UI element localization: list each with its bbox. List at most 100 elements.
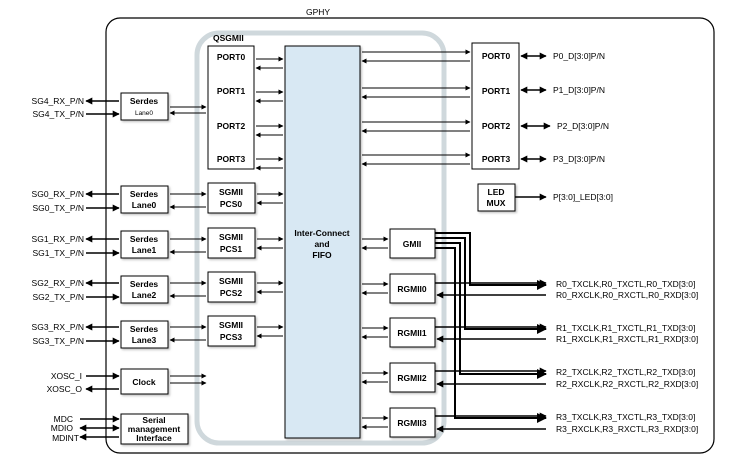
serdes-lane-1: Serdes Lane1	[120, 230, 169, 259]
xosc-o-label: XOSC_O	[47, 384, 83, 394]
r3-rx-label: R3_RXCLK,R3_RXCTL,R3_RXD[3:0]	[556, 424, 698, 434]
sg1-rx-label: SG1_RX_P/N	[32, 234, 84, 244]
svg-text:SGMII: SGMII	[219, 276, 243, 286]
xosc-i-label: XOSC_I	[51, 371, 82, 381]
sg0-tx-label: SG0_TX_P/N	[33, 203, 85, 213]
smi-arrows	[79, 415, 120, 441]
output-port-stack: PORT0 PORT1 PORT2 PORT3	[471, 42, 520, 170]
led-signal: P[3:0]_LED[3:0]	[553, 192, 613, 202]
svg-text:SGMII: SGMII	[219, 232, 243, 242]
led-mux-line2: MUX	[487, 198, 506, 208]
qsgmii-port-0: PORT0	[217, 52, 246, 62]
out-port-0: PORT0	[482, 51, 511, 61]
svg-text:RGMII1: RGMII1	[397, 328, 427, 338]
clock-block	[120, 368, 169, 395]
r0-rx-label: R0_RXCLK,R0_RXCTL,R0_RXD[3:0]	[556, 290, 698, 300]
rgmii-0: RGMII0	[389, 273, 436, 304]
svg-text:Lane0: Lane0	[135, 110, 153, 117]
mdc-label: MDC	[54, 414, 73, 424]
sgmii-pcs-1: SGMII PCS1	[207, 227, 256, 259]
sg3-rx-label: SG3_RX_P/N	[32, 322, 84, 332]
rgmii-signal-lines	[435, 279, 547, 433]
r2-rx-label: R2_RXCLK,R2_RXCTL,R2_RXD[3:0]	[556, 379, 698, 389]
serdes-internal-arrows	[169, 104, 207, 343]
gphy-title: GPHY	[306, 7, 330, 17]
svg-text:Serdes: Serdes	[130, 234, 159, 244]
sg2-rx-label: SG2_RX_P/N	[32, 278, 84, 288]
smi-block	[120, 413, 189, 445]
qsgmii-port-1: PORT1	[217, 86, 246, 96]
clock-label: Clock	[132, 377, 155, 387]
r0-tx-label: R0_TXCLK,R0_TXCTL,R0_TXD[3:0]	[556, 279, 695, 289]
sg4-rx-label: SG4_RX_P/N	[32, 96, 84, 106]
rgmii-1: RGMII1	[389, 317, 436, 348]
interconnect-line2: and	[314, 239, 329, 249]
serdes-signal-arrows	[85, 97, 120, 345]
gmii-block	[389, 228, 436, 259]
serdes-lane-0: Serdes Lane0	[120, 185, 169, 214]
serdes-lane-2: Serdes Lane2	[120, 275, 169, 304]
serdes-lane-3: Serdes Lane3	[120, 320, 169, 349]
out-signal-2: P2_D[3:0]P/N	[557, 121, 609, 131]
qsgmii-port-stack: PORT0 PORT1 PORT2 PORT3	[207, 45, 255, 170]
svg-text:SGMII: SGMII	[219, 187, 243, 197]
sg2-tx-label: SG2_TX_P/N	[33, 292, 85, 302]
svg-text:SGMII: SGMII	[219, 320, 243, 330]
svg-text:RGMII3: RGMII3	[397, 418, 427, 428]
sgmii-pcs-3: SGMII PCS3	[207, 315, 256, 347]
r2-tx-label: R2_TXCLK,R2_TXCTL,R2_TXD[3:0]	[556, 367, 695, 377]
svg-text:PCS2: PCS2	[220, 288, 242, 298]
out-signal-1: P1_D[3:0]P/N	[553, 85, 605, 95]
rgmii-2: RGMII2	[389, 362, 436, 393]
gmii-label: GMII	[403, 239, 421, 249]
interconnect-line3: FIFO	[312, 250, 332, 260]
out-port-3: PORT3	[482, 154, 511, 164]
svg-text:Serdes: Serdes	[130, 189, 159, 199]
interconnect-output-arrows	[361, 49, 471, 167]
led-mux-line1: LED	[488, 187, 505, 197]
rgmii-3: RGMII3	[389, 407, 436, 438]
svg-text:Lane2: Lane2	[132, 290, 157, 300]
serdes-lane-sg4: Serdes Lane0	[120, 92, 169, 121]
qsgmii-port-2: PORT2	[217, 121, 246, 131]
svg-text:Lane0: Lane0	[132, 200, 157, 210]
smi-line3: Interface	[136, 433, 172, 443]
out-signal-0: P0_D[3:0]P/N	[553, 51, 605, 61]
svg-text:Serdes: Serdes	[130, 96, 159, 106]
svg-text:RGMII0: RGMII0	[397, 284, 427, 294]
sg3-tx-label: SG3_TX_P/N	[33, 336, 85, 346]
sgmii-pcs-2: SGMII PCS2	[207, 271, 256, 303]
sgmii-pcs-0: SGMII PCS0	[207, 182, 256, 214]
svg-text:RGMII2: RGMII2	[397, 373, 427, 383]
led-mux-block	[477, 183, 516, 212]
svg-text:Serdes: Serdes	[130, 324, 159, 334]
svg-text:Lane1: Lane1	[132, 245, 157, 255]
clock-arrows	[85, 372, 120, 393]
qsgmii-label: QSGMII	[213, 33, 244, 43]
sg4-tx-label: SG4_TX_P/N	[33, 109, 85, 119]
mdint-label: MDINT	[52, 433, 79, 443]
interconnect-rgmii-arrows	[361, 281, 389, 430]
r3-tx-label: R3_TXCLK,R3_TXCTL,R3_TXD[3:0]	[556, 412, 695, 422]
sg1-tx-label: SG1_TX_P/N	[33, 248, 85, 258]
r1-rx-label: R1_RXCLK,R1_RXCTL,R1_RXD[3:0]	[556, 334, 698, 344]
smi-line2: management	[128, 424, 181, 434]
qsgmii-port-3: PORT3	[217, 154, 246, 164]
svg-text:Serdes: Serdes	[130, 279, 159, 289]
out-signal-3: P3_D[3:0]P/N	[553, 154, 605, 164]
out-port-1: PORT1	[482, 86, 511, 96]
smi-line1: Serial	[142, 415, 165, 425]
mdio-label: MDIO	[51, 423, 74, 433]
sg0-rx-label: SG0_RX_P/N	[32, 189, 84, 199]
interconnect-line1: Inter-Connect	[294, 228, 349, 238]
svg-text:PCS0: PCS0	[220, 199, 242, 209]
svg-text:Lane3: Lane3	[132, 335, 157, 345]
r1-tx-label: R1_TXCLK,R1_TXCTL,R1_TXD[3:0]	[556, 323, 695, 333]
svg-text:PCS3: PCS3	[220, 332, 242, 342]
interconnect-fifo	[284, 45, 361, 439]
svg-text:PCS1: PCS1	[220, 244, 242, 254]
pcs-interconnect-arrows	[256, 191, 284, 339]
out-port-2: PORT2	[482, 121, 511, 131]
qsgmii-interconnect-arrows	[255, 56, 284, 171]
